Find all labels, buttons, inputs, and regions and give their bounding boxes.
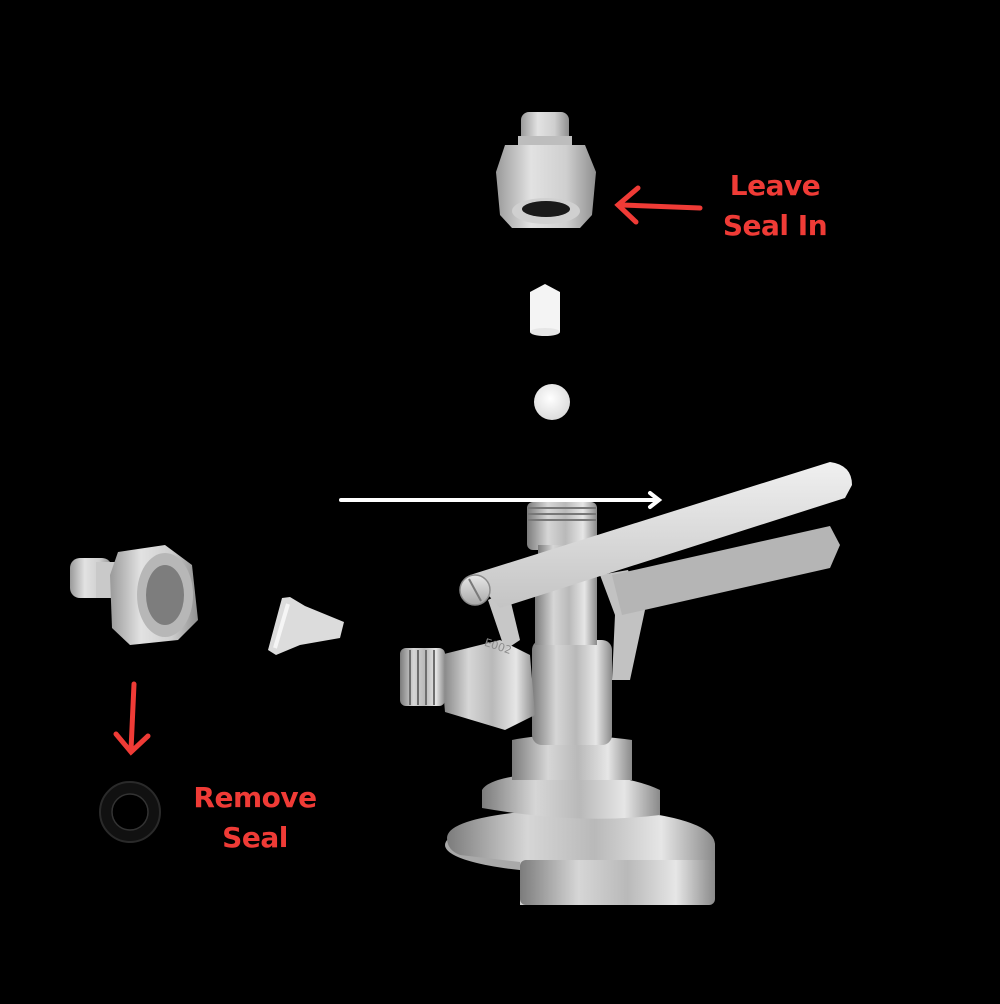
remove-seal-arrow-icon: [113, 681, 151, 756]
check-valve-cap: [530, 284, 560, 336]
leave-seal-arrow-icon: [614, 185, 703, 225]
keg-coupler: [400, 462, 852, 905]
leave-seal-line2: Seal In: [722, 209, 828, 242]
remove-seal-label: Remove Seal: [180, 778, 330, 858]
top-fitting: [496, 112, 596, 228]
o-ring-seal: [99, 781, 161, 843]
remove-seal-line1: Remove: [193, 781, 317, 814]
side-fitting: [70, 545, 198, 645]
leave-seal-line1: Leave: [729, 169, 821, 202]
insertion-guide-arrow-icon: [339, 491, 663, 509]
remove-seal-line2: Seal: [222, 821, 288, 854]
check-ball: [534, 384, 570, 420]
leave-seal-in-label: Leave Seal In: [705, 166, 845, 246]
duckbill-valve: [268, 597, 344, 655]
